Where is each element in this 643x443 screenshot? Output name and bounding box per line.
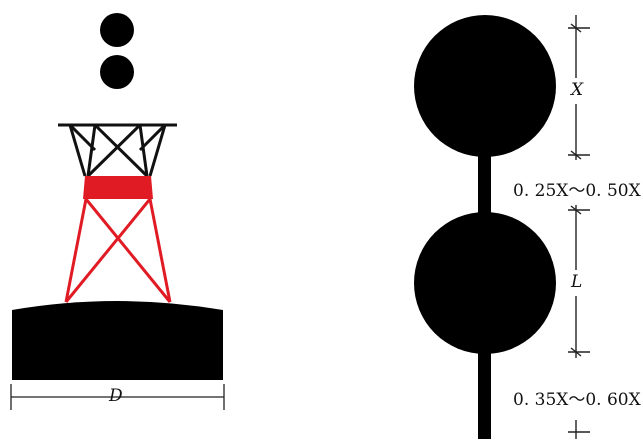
width-dimension (10, 384, 225, 410)
topmark-ball-lower (100, 55, 134, 89)
frame-lower (64, 198, 172, 303)
gap-label: 0. 25X～0. 50X (513, 181, 641, 201)
topmark-ball-upper (100, 13, 134, 47)
lower-gap-label: 0. 35X～0. 60X (513, 390, 641, 410)
topmark-sphere-lower (414, 212, 556, 354)
height-dimensions (568, 15, 590, 439)
buoy-body (12, 301, 223, 380)
buoy-figure (10, 13, 225, 410)
topmark-sphere-upper (414, 15, 556, 157)
sphere-diameter-label: X (571, 80, 584, 100)
width-label: D (109, 386, 123, 406)
frame-upper (58, 123, 177, 178)
red-band (83, 176, 153, 199)
topmark-detail (414, 15, 590, 439)
sphere-label: L (571, 272, 583, 292)
